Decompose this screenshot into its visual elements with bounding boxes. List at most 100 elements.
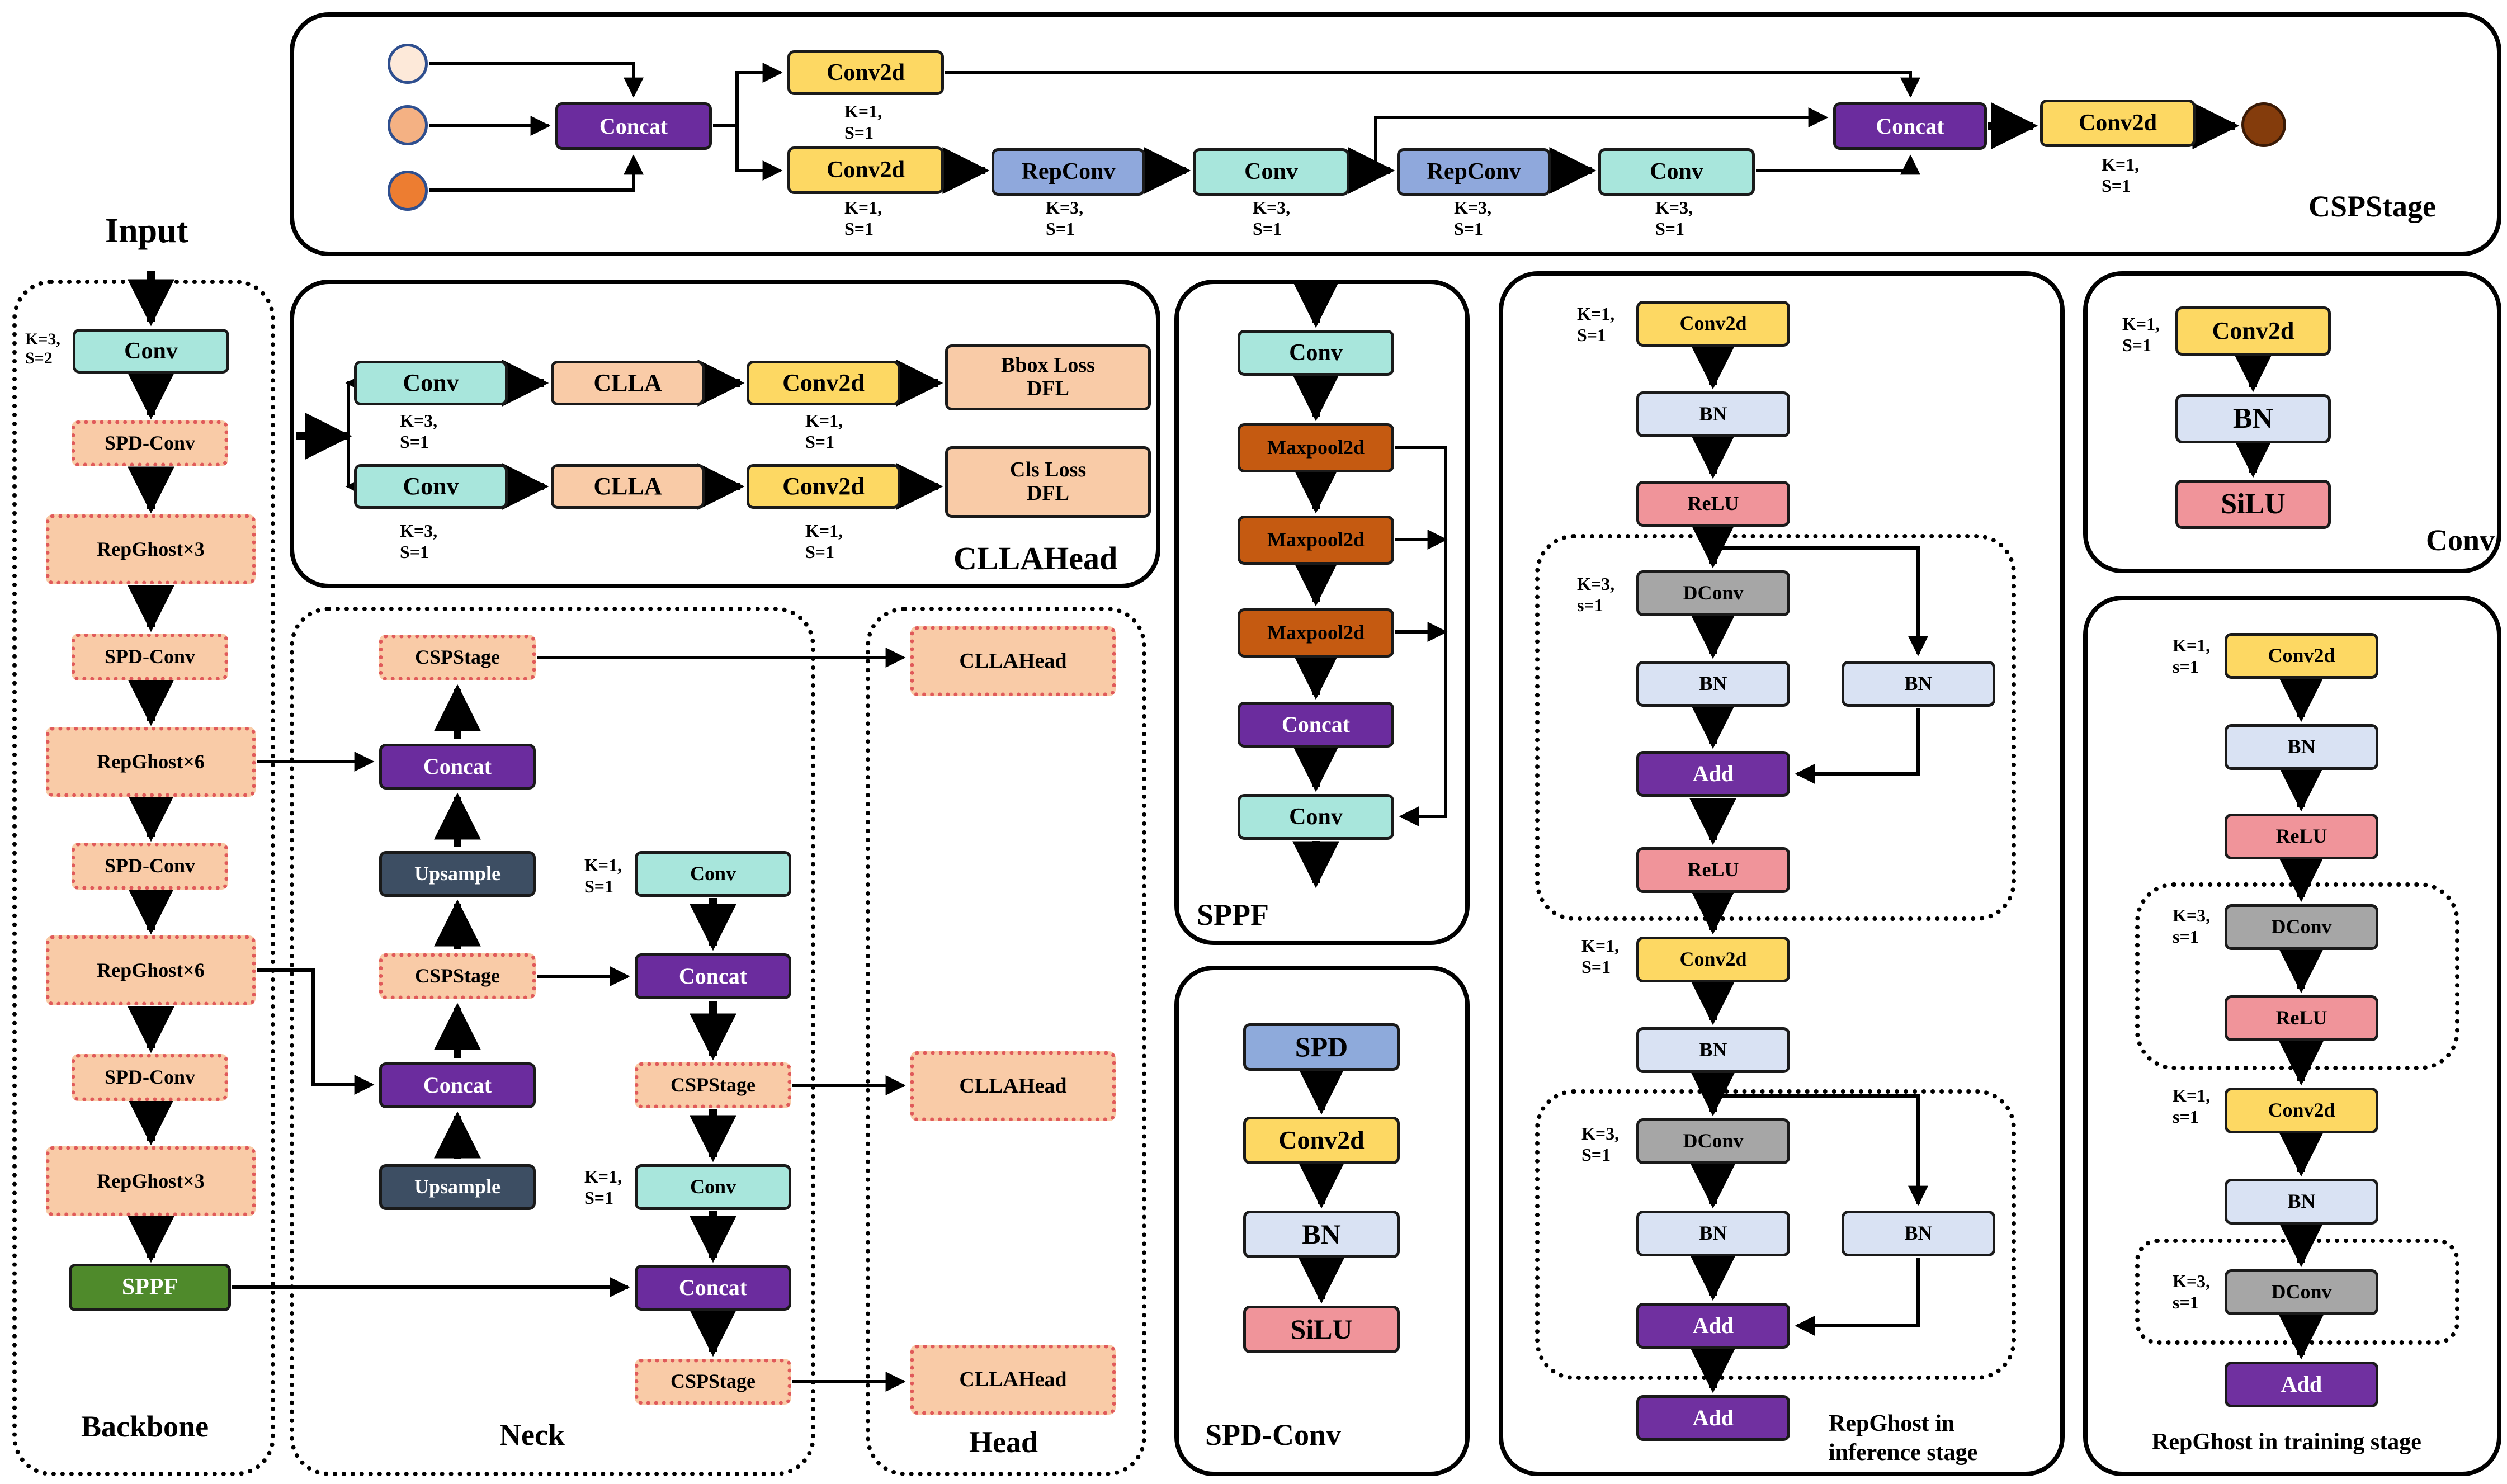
backbone-title: Backbone [81, 1410, 209, 1443]
rgi-param-3: K=3, S=1 [1581, 1123, 1620, 1165]
rgi-add-2: Add [1636, 1303, 1790, 1349]
sppf-maxpool-3: Maxpool2d [1238, 608, 1394, 658]
csp-param-2: K=3, S=1 [1046, 197, 1084, 239]
branch-arrow [1374, 107, 1829, 171]
rgi-bn-4: BN [1636, 1211, 1790, 1256]
branch-arrow [1713, 1094, 1928, 1206]
branch-arrow [345, 436, 366, 497]
neck-cspstage-right-1: CSPStage [635, 1062, 791, 1108]
branch-arrow [257, 968, 375, 1095]
neck-conv-2-params: K=1, S=1 [584, 1166, 622, 1208]
head-title: Head [969, 1425, 1038, 1459]
input-circle-2 [388, 105, 428, 145]
neck-panel [290, 607, 815, 1476]
backbone-spdconv-2: SPD-Conv [72, 634, 228, 680]
csp-conv2d-mid: Conv2d [787, 146, 944, 194]
repghost-inference-branch1 [1535, 534, 2016, 921]
spdconv-panel [1174, 966, 1470, 1476]
neck-conv-1-params: K=1, S=1 [584, 855, 622, 896]
repghost-training-branch2 [2135, 1239, 2459, 1345]
convmod-bn: BN [2175, 394, 2331, 443]
neck-cspstage-mid: CSPStage [379, 953, 536, 999]
csp-conv-1: Conv [1193, 148, 1349, 196]
neck-title: Neck [499, 1418, 565, 1452]
cllahead-title: CLLAHead [953, 540, 1118, 576]
cllahead-conv-1: Conv [354, 361, 508, 405]
rgt-relu-2: ReLU [2225, 995, 2378, 1041]
spd-bn: BN [1243, 1211, 1400, 1258]
backbone-repghost-4: RepGhost×3 [46, 1146, 256, 1216]
rgi-bn-2: BN [1636, 661, 1790, 707]
branch-arrow [1795, 708, 1920, 784]
neck-cspstage-right-2: CSPStage [635, 1359, 791, 1405]
cllahead-cls-loss: Cls Loss DFL [945, 446, 1151, 518]
repghost-inference-title: RepGhost in inference stage [1829, 1411, 1978, 1466]
neck-conv-2: Conv [635, 1164, 791, 1210]
rgi-add-3: Add [1636, 1395, 1790, 1441]
backbone-conv: Conv [73, 329, 229, 374]
convmod-conv2d: Conv2d [2175, 306, 2331, 356]
rgi-relu-2: ReLU [1636, 847, 1790, 893]
repghost-training-branch1 [2135, 882, 2459, 1070]
convmod-params: K=1, S=1 [2122, 314, 2160, 355]
rgt-dconv-2: DConv [2225, 1269, 2378, 1315]
branch-arrow [345, 373, 366, 436]
backbone-conv-params: K=3, S=2 [25, 330, 60, 367]
csp-conv-2: Conv [1598, 148, 1755, 196]
head-cllahead-2: CLLAHead [910, 1051, 1116, 1121]
rgt-add: Add [2225, 1362, 2378, 1407]
rgi-param-0: K=1, S=1 [1577, 304, 1615, 345]
rgt-bn-2: BN [2225, 1179, 2378, 1225]
csp-param-5: K=3, S=1 [1655, 197, 1693, 239]
rgi-bn-side-1: BN [1842, 661, 1995, 707]
csp-repconv-1: RepConv [992, 148, 1145, 196]
backbone-spdconv-3: SPD-Conv [72, 843, 228, 890]
cllahead-panel [290, 280, 1160, 588]
neck-concat-top: Concat [379, 744, 536, 790]
cllahead-conv2d-2: Conv2d [747, 464, 900, 509]
head-cllahead-1: CLLAHead [910, 626, 1116, 696]
head-cllahead-3: CLLAHead [910, 1345, 1116, 1415]
sppf-maxpool-2: Maxpool2d [1238, 516, 1394, 565]
repghost-training-title: RepGhost in training stage [2152, 1429, 2421, 1455]
rgi-param-2: K=1, S=1 [1581, 935, 1620, 977]
sppf-conv-1: Conv [1238, 330, 1394, 376]
backbone-spdconv-1: SPD-Conv [72, 420, 228, 466]
spd-block: SPD [1243, 1023, 1400, 1071]
csp-concat-1: Concat [555, 102, 712, 150]
branch-arrow [429, 154, 644, 192]
cllahead-param-0: K=3, S=1 [400, 410, 438, 452]
branch-arrow [1795, 1258, 1920, 1336]
rgi-param-1: K=3, s=1 [1577, 574, 1615, 615]
input-circle-1 [388, 44, 428, 84]
backbone-panel [12, 280, 275, 1476]
sppf-panel [1174, 280, 1470, 945]
backbone-repghost-1: RepGhost×3 [46, 514, 256, 584]
rgt-param-0: K=1, s=1 [2173, 635, 2211, 677]
branch-arrow [1713, 546, 1928, 656]
branch-arrow [1756, 154, 1920, 175]
rgt-dconv-1: DConv [2225, 904, 2378, 950]
csp-param-3: K=3, S=1 [1253, 197, 1291, 239]
neck-conv-1: Conv [635, 851, 791, 897]
repghost-inference-panel [1499, 271, 2065, 1476]
branch-arrow [735, 126, 783, 181]
spdconv-title: SPD-Conv [1205, 1418, 1342, 1452]
cllahead-param-3: K=1, S=1 [805, 521, 843, 562]
cllahead-bbox-loss: Bbox Loss DFL [945, 344, 1151, 410]
rgi-add-1: Add [1636, 751, 1790, 797]
csp-param-4: K=3, S=1 [1454, 197, 1492, 239]
cspstage-panel [290, 12, 2501, 256]
rgt-relu-1: ReLU [2225, 814, 2378, 859]
output-circle [2241, 102, 2286, 147]
rgt-param-1: K=3, s=1 [2173, 905, 2211, 947]
sppf-concat: Concat [1238, 702, 1394, 748]
branch-arrow [713, 63, 783, 127]
backbone-spdconv-4: SPD-Conv [72, 1054, 228, 1101]
repghost-training-panel [2083, 596, 2501, 1476]
sppf-maxpool-1: Maxpool2d [1238, 423, 1394, 472]
cllahead-clla-2: CLLA [551, 464, 705, 509]
cllahead-conv2d-1: Conv2d [747, 361, 900, 405]
neck-upsample-top: Upsample [379, 851, 536, 897]
rgt-param-3: K=3, s=1 [2173, 1271, 2211, 1312]
